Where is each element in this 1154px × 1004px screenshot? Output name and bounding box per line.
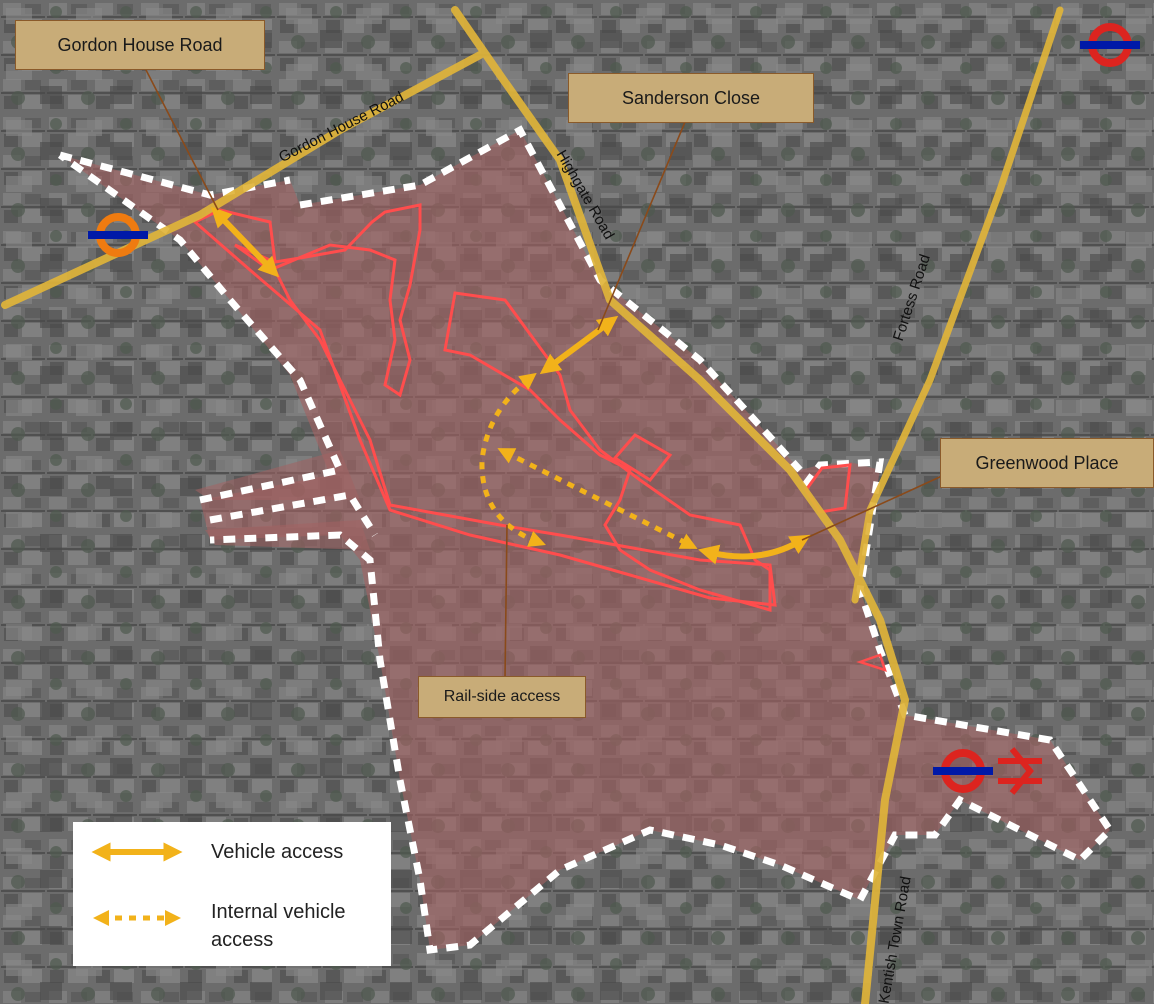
vehicle-access-greenwood [698,534,811,565]
road-gordon-house [1,51,484,309]
leader-greenwood [801,469,956,541]
road-highgate [451,6,909,1004]
map-legend: Vehicle access Internal vehicle access [73,822,391,966]
overground-roundel-icon [88,213,148,257]
internal-access-yard [497,448,698,549]
callout-gordon-house-road: Gordon House Road [15,20,265,70]
vehicle-access-gordon [210,206,280,278]
callout-rail-side-access: Rail-side access [418,676,586,718]
national-rail-icon [998,747,1042,795]
legend-vehicle-access-label: Vehicle access [211,841,344,863]
leader-gordon [144,67,219,211]
overground-roundel-icon-2 [1080,23,1140,67]
leader-sanderson [597,121,686,331]
site-boundary-central [443,291,772,612]
site-boundary-sliver [856,653,887,672]
callout-greenwood-place: Greenwood Place [940,438,1154,488]
internal-access-arrows [479,372,698,549]
legend-internal-access-label-line2: access [211,929,274,951]
leader-lines [144,67,956,679]
legend-internal-access-label-line1: Internal vehicle [211,901,346,923]
roads [1,6,1064,1004]
vehicle-access-arrows [210,206,811,565]
leader-railside [504,524,508,679]
callout-sanderson-close: Sanderson Close [568,73,814,123]
legend-symbols [91,842,183,927]
road-fortess [851,6,1064,604]
underground-roundel-icon [933,749,993,793]
vehicle-access-sanderson [539,315,619,375]
